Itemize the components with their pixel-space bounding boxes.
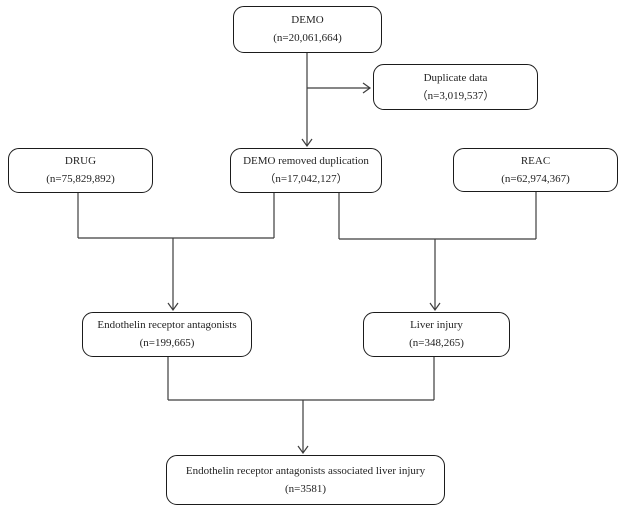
edge-demo-to-removed	[301, 53, 313, 148]
node-era-count: (n=199,665)	[139, 337, 195, 349]
node-drug-count: (n=75,829,892)	[46, 173, 115, 185]
edge-demo-to-duplicate	[307, 82, 372, 94]
node-demo-removed-duplication: DEMO removed duplication （n=17,042,127）	[230, 148, 382, 193]
node-reac-title: REAC	[520, 154, 551, 167]
edge-era-liver-to-bottom	[167, 357, 435, 455]
node-duplicate-count: （n=3,019,537）	[416, 89, 495, 102]
node-endothelin-receptor-antagonists: Endothelin receptor antagonists (n=199,6…	[82, 312, 252, 357]
node-era-title: Endothelin receptor antagonists	[97, 319, 237, 331]
node-duplicate-data: Duplicate data （n=3,019,537）	[373, 64, 538, 110]
edge-removed-reac-to-liver	[338, 192, 537, 312]
node-drug: DRUG (n=75,829,892)	[8, 148, 153, 193]
node-bottom-title: Endothelin receptor antagonists associat…	[185, 464, 426, 477]
node-reac-count: (n=62,974,367)	[501, 172, 570, 185]
node-era-associated-liver-injury: Endothelin receptor antagonists associat…	[166, 455, 445, 505]
edge-drug-removed-to-era	[77, 193, 275, 312]
node-removed-count: （n=17,042,127）	[264, 173, 348, 185]
node-removed-title: DEMO removed duplication	[243, 155, 369, 167]
node-reac: REAC (n=62,974,367)	[453, 148, 618, 192]
node-bottom-count: (n=3581)	[284, 482, 327, 495]
node-demo-count: (n=20,061,664)	[273, 32, 342, 44]
node-liver-title: Liver injury	[410, 319, 463, 331]
node-drug-title: DRUG	[64, 155, 97, 167]
node-demo-title: DEMO	[291, 14, 324, 26]
node-liver-count: (n=348,265)	[409, 337, 464, 349]
node-duplicate-title: Duplicate data	[423, 71, 488, 84]
node-demo: DEMO (n=20,061,664)	[233, 6, 382, 53]
node-liver-injury: Liver injury (n=348,265)	[363, 312, 510, 357]
